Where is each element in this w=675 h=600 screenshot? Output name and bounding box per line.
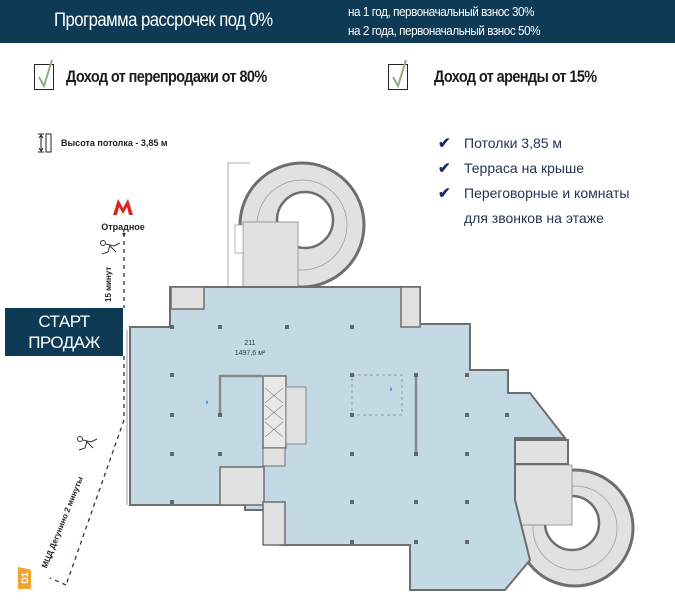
metro-station: Отрадное [98,199,148,232]
tower-top [227,161,366,290]
checkmark-icon: ✔ [438,159,451,177]
banner-line-1: на 1 год, первоначальный взнос 30% [348,4,535,19]
feature-item: ✔ Терраса на крыше [438,159,584,177]
checkbox-check-icon [34,59,54,90]
feature-item-continued: для звонков на этаже [464,209,604,226]
water-drop-icon [390,387,392,391]
installment-banner: Программа рассрочек под 0% на 1 год, пер… [0,0,675,43]
walking-person-icon [100,240,121,255]
ceiling-height-label: Высота потолка - 3,85 м [61,138,168,148]
highlight-rent: Доход от аренды от 15% [388,59,625,90]
tower-bottom-right [507,439,635,588]
start-sales-badge: СТАРТ ПРОДАЖ [5,308,123,356]
checkmark-icon: ✔ [438,134,451,152]
banner-title: Программа рассрочек под 0% [54,10,273,31]
ceiling-height-note: Высота потолка - 3,85 м [37,133,168,153]
walking-person-icon [77,436,98,451]
unit-area: 1497,6 м² [234,350,266,357]
feature-item: ✔ Потолки 3,85 м [438,134,563,152]
unit-211-area [129,286,568,591]
features-list: ✔ Потолки 3,85 м ✔ Терраса на крыше ✔ Пе… [438,130,629,230]
mcd-d1-badge: D1 [18,567,31,589]
banner-line-2: на 2 года, первоначальный взнос 50% [348,23,541,38]
metro-station-name: Отрадное [101,222,145,232]
metro-walk-time: 15 минут [104,266,113,302]
unit-label: 211 1497,6 м² [222,339,278,359]
route-lines [49,233,125,586]
unit-number: 211 [244,340,256,347]
highlight-label: Доход от перепродажи от 80% [66,67,267,86]
checkbox-check-icon [388,59,408,90]
checkmark-icon: ✔ [438,184,451,202]
highlight-label: Доход от аренды от 15% [434,67,597,86]
ceiling-height-icon [38,133,52,153]
metro-m-icon [113,199,133,215]
highlight-resale: Доход от перепродажи от 80% [34,59,302,90]
feature-item: ✔ Переговорные и комнаты [438,184,630,202]
water-drop-icon [206,400,208,404]
